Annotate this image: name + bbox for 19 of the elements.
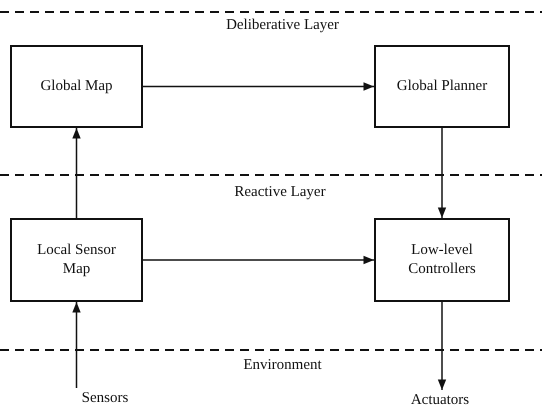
- box-label: Global Map: [39, 77, 114, 96]
- arrow: [143, 82, 374, 91]
- endpoint-label: Sensors: [55, 388, 155, 408]
- layer-label: Environment: [242, 356, 323, 375]
- arrow: [438, 128, 446, 218]
- box-label: Low-level Controllers: [407, 241, 477, 279]
- box-label: Local Sensor Map: [36, 241, 117, 279]
- process-box: [374, 45, 510, 128]
- arrow: [72, 302, 81, 388]
- endpoint-label: Actuators: [385, 390, 495, 410]
- process-box: [374, 218, 510, 302]
- process-box: [10, 218, 143, 302]
- layer-label: Deliberative Layer: [225, 16, 340, 35]
- process-box: [10, 45, 143, 128]
- layer-label: Reactive Layer: [233, 183, 327, 202]
- arrow: [72, 128, 81, 218]
- box-label: Global Planner: [396, 77, 488, 96]
- arrow: [143, 256, 374, 264]
- arrow: [438, 302, 446, 390]
